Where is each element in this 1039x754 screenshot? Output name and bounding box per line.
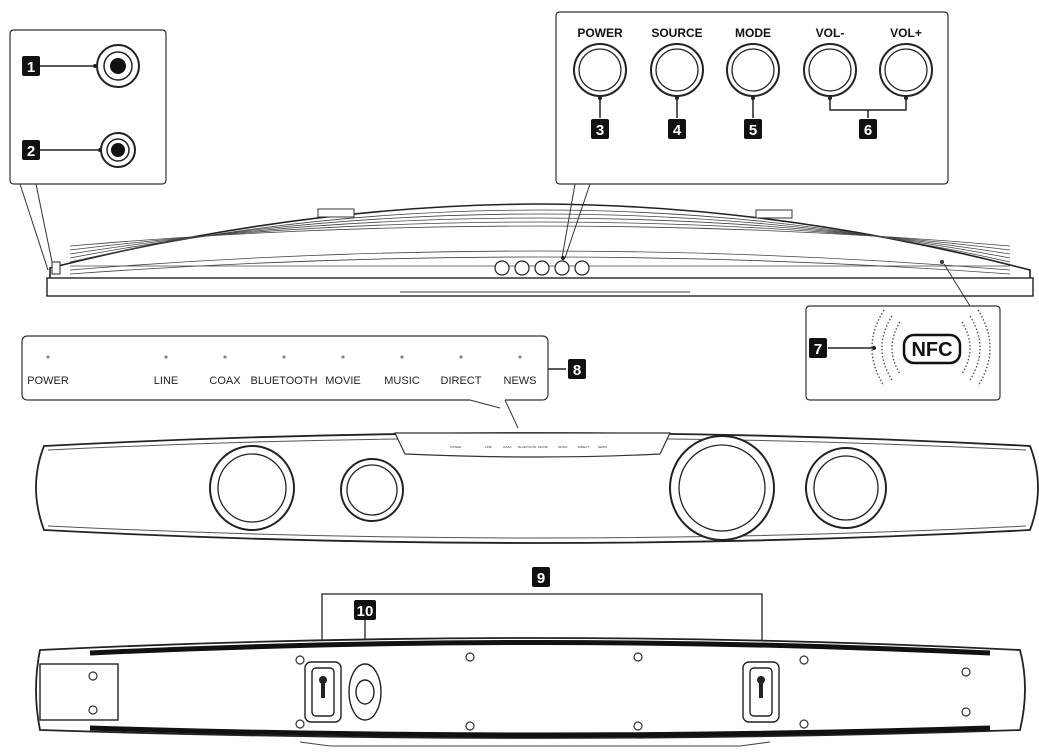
indicator-direct: DIRECT [441,375,482,387]
svg-text:COAX: COAX [503,445,512,449]
power-button-label: POWER [577,26,623,40]
svg-text:LINE: LINE [485,445,492,449]
callout-7: 7 [814,341,822,358]
indicator-music: MUSIC [384,375,420,387]
callout-3: 3 [596,122,604,139]
callout-4: 4 [673,122,682,139]
vol-up-button-label: VOL+ [890,26,922,40]
mode-button-label: MODE [735,26,771,40]
callout-5: 5 [749,122,757,139]
callout-6: 6 [864,122,872,139]
indicator-line: LINE [154,375,178,387]
soundbar-top-view [46,203,1034,297]
vol-up-button-callout: VOL+ [879,26,933,97]
indicator-coax: COAX [209,375,241,387]
svg-text:DIRECT: DIRECT [578,445,589,449]
indicator-news: NEWS [504,375,537,387]
source-button-label: SOURCE [651,26,702,40]
svg-text:MOVIE: MOVIE [538,445,548,449]
nfc-label: NFC [911,339,952,361]
indicator-bluetooth: BLUETOOTH [250,375,317,387]
mode-button-callout: MODE [726,26,780,97]
nfc-waves-icon [871,309,991,387]
svg-text:POWER: POWER [450,445,462,449]
soundbar-bottom-view [35,637,1026,747]
indicator-movie: MOVIE [325,375,360,387]
svg-text:MUSIC: MUSIC [558,445,569,449]
source-button-callout: SOURCE [650,26,704,97]
svg-text:BLUETOOTH: BLUETOOTH [518,445,536,449]
indicator-callout: 8 POWER LINE COAX BLUETOOTH MOVIE MUSIC … [21,335,586,429]
vol-down-button-label: VOL- [816,26,845,40]
indicator-power: POWER [27,375,69,387]
nfc-callout: 7 NFC [805,263,1001,401]
callout-9: 9 [537,570,545,587]
jack-callout: 1 2 [9,29,167,271]
callout-2: 2 [27,143,35,160]
power-button-callout: POWER [573,26,627,97]
callout-1: 1 [27,59,35,76]
callout-8: 8 [573,362,581,379]
callout-10: 10 [357,603,374,620]
wall-mount-callouts: 9 10 [321,567,763,680]
svg-text:NEWS: NEWS [598,445,607,449]
buttons-callout: POWER SOURCE MODE VOL- VOL+ [555,11,949,260]
